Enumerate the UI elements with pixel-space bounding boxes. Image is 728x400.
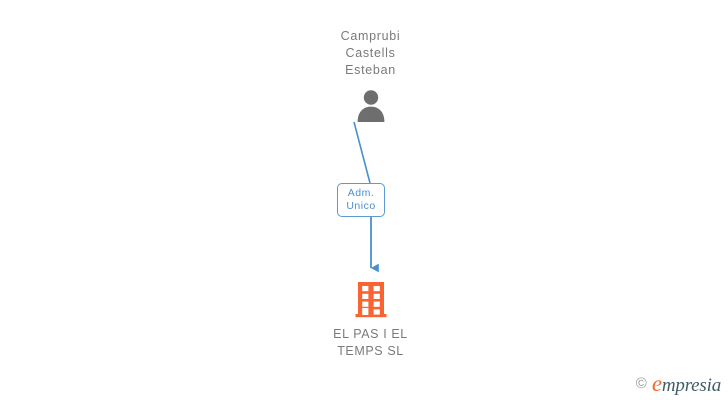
brand-logo-initial: e <box>651 371 662 396</box>
connector-person-to-relation <box>353 121 371 184</box>
watermark: © empresia <box>636 372 721 395</box>
relation-role-line-2: Unico <box>346 200 376 212</box>
person-name-label: Camprubi Castells Esteban <box>340 29 401 77</box>
company-icon-wrapper <box>283 278 458 318</box>
building-icon[interactable] <box>354 280 388 318</box>
relation-role-line-1: Adm. <box>347 187 375 199</box>
copyright-icon: © <box>635 375 647 392</box>
brand-logo: empresia <box>652 372 721 395</box>
person-icon[interactable] <box>354 88 388 122</box>
brand-logo-text: mpresia <box>661 375 721 396</box>
person-node[interactable]: Camprubi Castells Esteban <box>283 28 458 122</box>
person-icon-wrapper <box>283 88 458 122</box>
company-node[interactable]: EL PAS I EL TEMPS SL <box>283 278 458 360</box>
company-name-label: EL PAS I EL TEMPS SL <box>333 327 408 358</box>
relation-role-box[interactable]: Adm. Unico <box>337 183 385 217</box>
